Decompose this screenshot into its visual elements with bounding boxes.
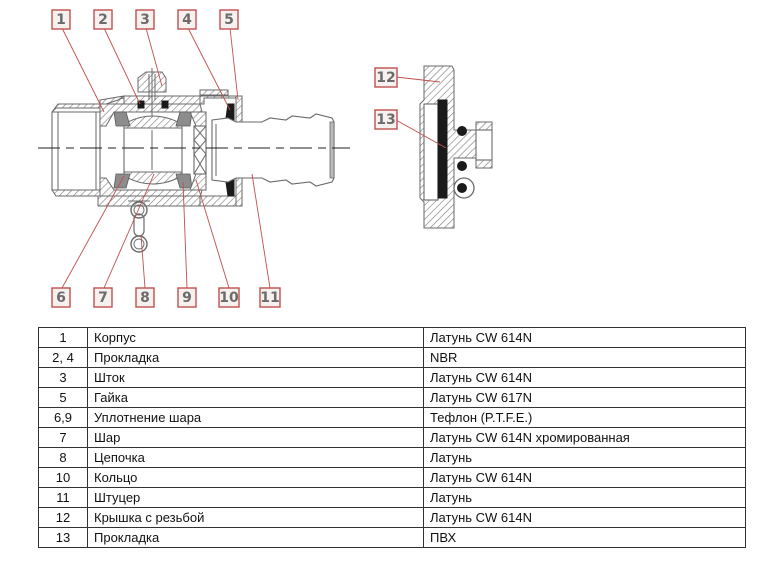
ring-part-10: [189, 111, 207, 191]
callout-9: 9: [177, 287, 197, 308]
svg-text:3: 3: [140, 12, 150, 28]
part-number: 10: [38, 467, 88, 488]
part-material: Латунь CW 614N: [423, 467, 746, 488]
part-number: 7: [38, 427, 88, 448]
part-number: 6,9: [38, 407, 88, 428]
callout-2: 2: [93, 9, 113, 30]
callout-3: 3: [135, 9, 155, 30]
part-number: 2, 4: [38, 347, 88, 368]
part-name: Гайка: [87, 387, 424, 408]
gasket-part-2: [137, 100, 145, 109]
part-material: Латунь: [423, 447, 746, 468]
ball-part-7: [123, 115, 183, 185]
part-material: Латунь: [423, 487, 746, 508]
valve-assembly: [38, 68, 350, 253]
callout-8: 8: [135, 287, 155, 308]
part-name: Шар: [87, 427, 424, 448]
part-number: 8: [38, 447, 88, 468]
callout-1: 1: [51, 9, 71, 30]
part-number: 1: [38, 327, 88, 348]
svg-text:11: 11: [260, 290, 279, 306]
svg-text:4: 4: [182, 12, 192, 28]
gasket-part-2b: [161, 100, 169, 109]
svg-text:7: 7: [98, 290, 108, 306]
part-material: Латунь CW 614N: [423, 367, 746, 388]
part-material: Тефлон (P.T.F.E.): [423, 407, 746, 428]
part-name: Штуцер: [87, 487, 424, 508]
part-name: Цепочка: [87, 447, 424, 468]
svg-text:8: 8: [140, 290, 150, 306]
ball-seal-part-9-top: [175, 111, 193, 127]
part-number: 3: [38, 367, 88, 388]
part-material: Латунь CW 614N хромированная: [423, 427, 746, 448]
part-material: Латунь CW 617N: [423, 387, 746, 408]
callout-6: 6: [51, 287, 71, 308]
callout-5: 5: [219, 9, 239, 30]
part-number: 12: [38, 507, 88, 528]
svg-text:9: 9: [182, 290, 192, 306]
gasket-part-13: [437, 99, 448, 199]
part-name: Прокладка: [87, 347, 424, 368]
callout-7: 7: [93, 287, 113, 308]
part-name: Кольцо: [87, 467, 424, 488]
leader-lines: [61, 27, 447, 289]
part-material: ПВХ: [423, 527, 746, 548]
callout-13: 13: [374, 109, 398, 130]
part-name: Шток: [87, 367, 424, 388]
callout-4: 4: [177, 9, 197, 30]
part-number: 11: [38, 487, 88, 508]
svg-text:2: 2: [98, 12, 108, 28]
svg-text:5: 5: [224, 12, 234, 28]
callout-12: 12: [374, 67, 398, 88]
threaded-cap-assembly: [419, 65, 493, 229]
ball-seal-part-6-top: [113, 111, 131, 127]
svg-text:1: 1: [56, 12, 66, 28]
part-number: 13: [38, 527, 88, 548]
part-name: Крышка с резьбой: [87, 507, 424, 528]
part-name: Прокладка: [87, 527, 424, 548]
callout-11: 11: [259, 287, 281, 308]
svg-text:13: 13: [376, 112, 395, 128]
part-material: NBR: [423, 347, 746, 368]
callout-10: 10: [218, 287, 240, 308]
svg-text:12: 12: [376, 70, 395, 86]
gasket-part-4: [225, 103, 235, 121]
part-name: Корпус: [87, 327, 424, 348]
ball-seal-part-9: [175, 173, 193, 189]
part-material: Латунь CW 614N: [423, 507, 746, 528]
part-material: Латунь CW 614N: [423, 327, 746, 348]
part-number: 5: [38, 387, 88, 408]
ball-seal-part-6: [113, 173, 131, 189]
svg-text:10: 10: [219, 290, 239, 306]
hose-barb-part-11: [211, 113, 335, 187]
chain-part-8: [128, 200, 150, 253]
part-name: Уплотнение шара: [87, 407, 424, 428]
svg-text:6: 6: [56, 290, 66, 306]
valve-cross-section-drawing: 1 2 3 4 5 6 7 8 9 10 11 12 13: [38, 9, 493, 308]
